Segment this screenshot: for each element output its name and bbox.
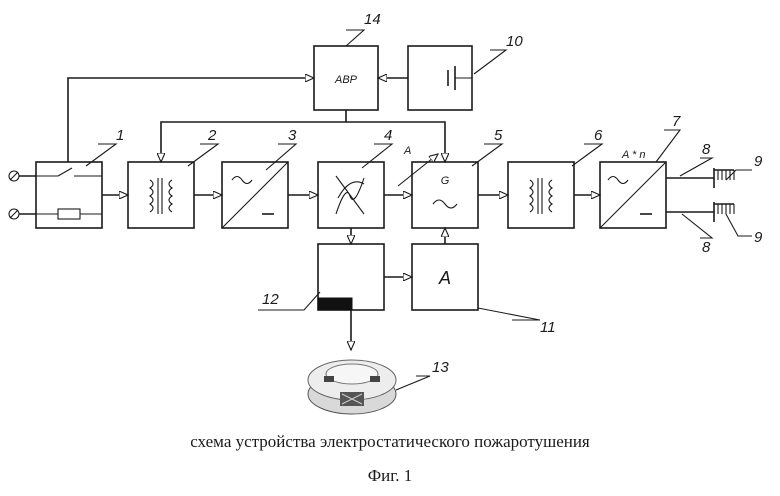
output-label: A * n <box>621 149 645 161</box>
callout-9-bottom: 9 <box>754 229 763 246</box>
arrow-14-to-5 <box>346 122 445 162</box>
generator-label: G <box>441 175 450 187</box>
electrode-bottom <box>714 202 734 222</box>
electrode-top <box>714 168 734 188</box>
callout-14: 14 <box>364 11 381 28</box>
block-6-transformer <box>508 162 574 228</box>
callout-3: 3 <box>288 127 297 144</box>
callout-4: 4 <box>384 127 392 144</box>
block-3-rectifier <box>222 162 288 228</box>
callout-12: 12 <box>262 291 279 308</box>
callout-11: 11 <box>540 319 556 336</box>
block-11-amplifier: A <box>412 244 478 310</box>
current-label: A <box>403 145 411 157</box>
callout-9-top: 9 <box>754 153 763 170</box>
callout-10: 10 <box>506 33 523 50</box>
block-10-battery <box>408 46 472 110</box>
callout-8-bottom: 8 <box>702 239 711 256</box>
avr-label: АВР <box>334 74 358 86</box>
callout-5: 5 <box>494 127 503 144</box>
figure-caption: схема устройства электростатического пож… <box>0 432 780 452</box>
block-5-generator: G <box>412 162 478 228</box>
block-4-regulator <box>318 162 384 228</box>
callout-2: 2 <box>207 127 217 144</box>
block-14-ats: АВР <box>314 46 378 110</box>
block-diagram: G A АВР <box>0 0 780 430</box>
callout-8-top: 8 <box>702 141 711 158</box>
callout-1: 1 <box>116 127 124 144</box>
callout-13: 13 <box>432 359 449 376</box>
block-1-switch-fuse <box>36 162 102 228</box>
block-7-output-rectifier <box>600 162 666 228</box>
arrow-14-to-2 <box>161 122 346 162</box>
amplifier-label: A <box>438 268 451 288</box>
input-terminal-top <box>9 171 19 181</box>
smoke-detector-13 <box>308 360 396 414</box>
arrow-1-to-14 <box>68 78 314 162</box>
input-terminal-bottom <box>9 209 19 219</box>
block-2-transformer <box>128 162 194 228</box>
callout-7: 7 <box>672 113 681 130</box>
figure-number: Фиг. 1 <box>0 466 780 486</box>
callout-6: 6 <box>594 127 603 144</box>
block-12-controller <box>318 244 384 310</box>
